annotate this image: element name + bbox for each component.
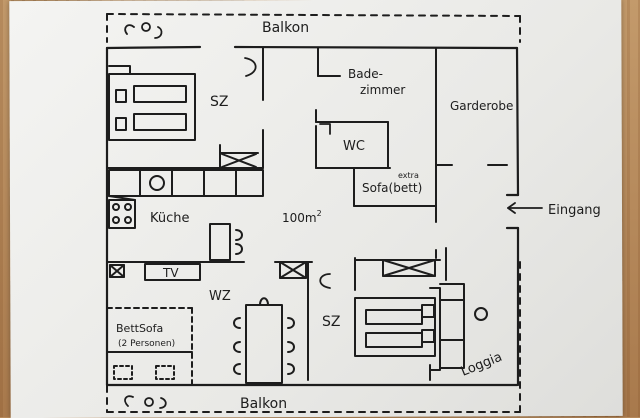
outer-walls [105, 45, 520, 387]
balcony-top-outline [106, 13, 521, 43]
entrance-arrow [507, 202, 543, 214]
bedroom-top-label: SZ [210, 94, 228, 110]
bathroom-walls [315, 47, 508, 211]
bed-sofa-label-line2: (2 Personen) [118, 339, 175, 349]
kitchen-label: Küche [150, 211, 190, 226]
bed-sofa-label-line1: BettSofa [116, 322, 163, 335]
bedroom-top-walls [106, 47, 264, 169]
floor-plan-labels: Balkon Bade- zimmer Garderobe SZ WC extr… [116, 20, 601, 412]
balcony-bottom-outline [106, 261, 521, 413]
living-room-label: WZ [209, 289, 231, 304]
area-label: 100m2 [282, 209, 322, 225]
wc-label: WC [343, 139, 365, 154]
wc-fixture [319, 123, 331, 135]
bathroom-label-line1: Bade- [348, 67, 383, 81]
kitchen-table [209, 223, 243, 261]
loggia-label: Loggia [459, 350, 505, 380]
bed-sofa [106, 307, 193, 385]
sofa-bed-label: Sofa(bett) [362, 181, 422, 195]
balcony-bottom-plants [124, 395, 167, 409]
balcony-top-plants [124, 22, 163, 39]
wardrobe-label: Garderobe [450, 99, 513, 113]
entrance-label: Eingang [548, 203, 601, 218]
sofa-extra-label: extra [398, 171, 419, 180]
dining-table [233, 297, 295, 384]
area-value: 100m [282, 211, 317, 225]
living-area-walls [106, 247, 447, 381]
bedroom-bottom-label: SZ [322, 314, 340, 330]
bed-bottom [354, 283, 488, 381]
bed-top [108, 65, 196, 141]
kitchen-counter [108, 169, 264, 229]
bathroom-label-line2: zimmer [360, 83, 405, 97]
balcony-top-label: Balkon [262, 20, 309, 36]
door-swing-top-bedroom [244, 57, 257, 77]
balcony-bottom-label: Balkon [240, 396, 287, 412]
door-swing-living [319, 273, 331, 289]
area-unit-superscript: 2 [317, 209, 322, 218]
tv-label: TV [162, 266, 179, 280]
